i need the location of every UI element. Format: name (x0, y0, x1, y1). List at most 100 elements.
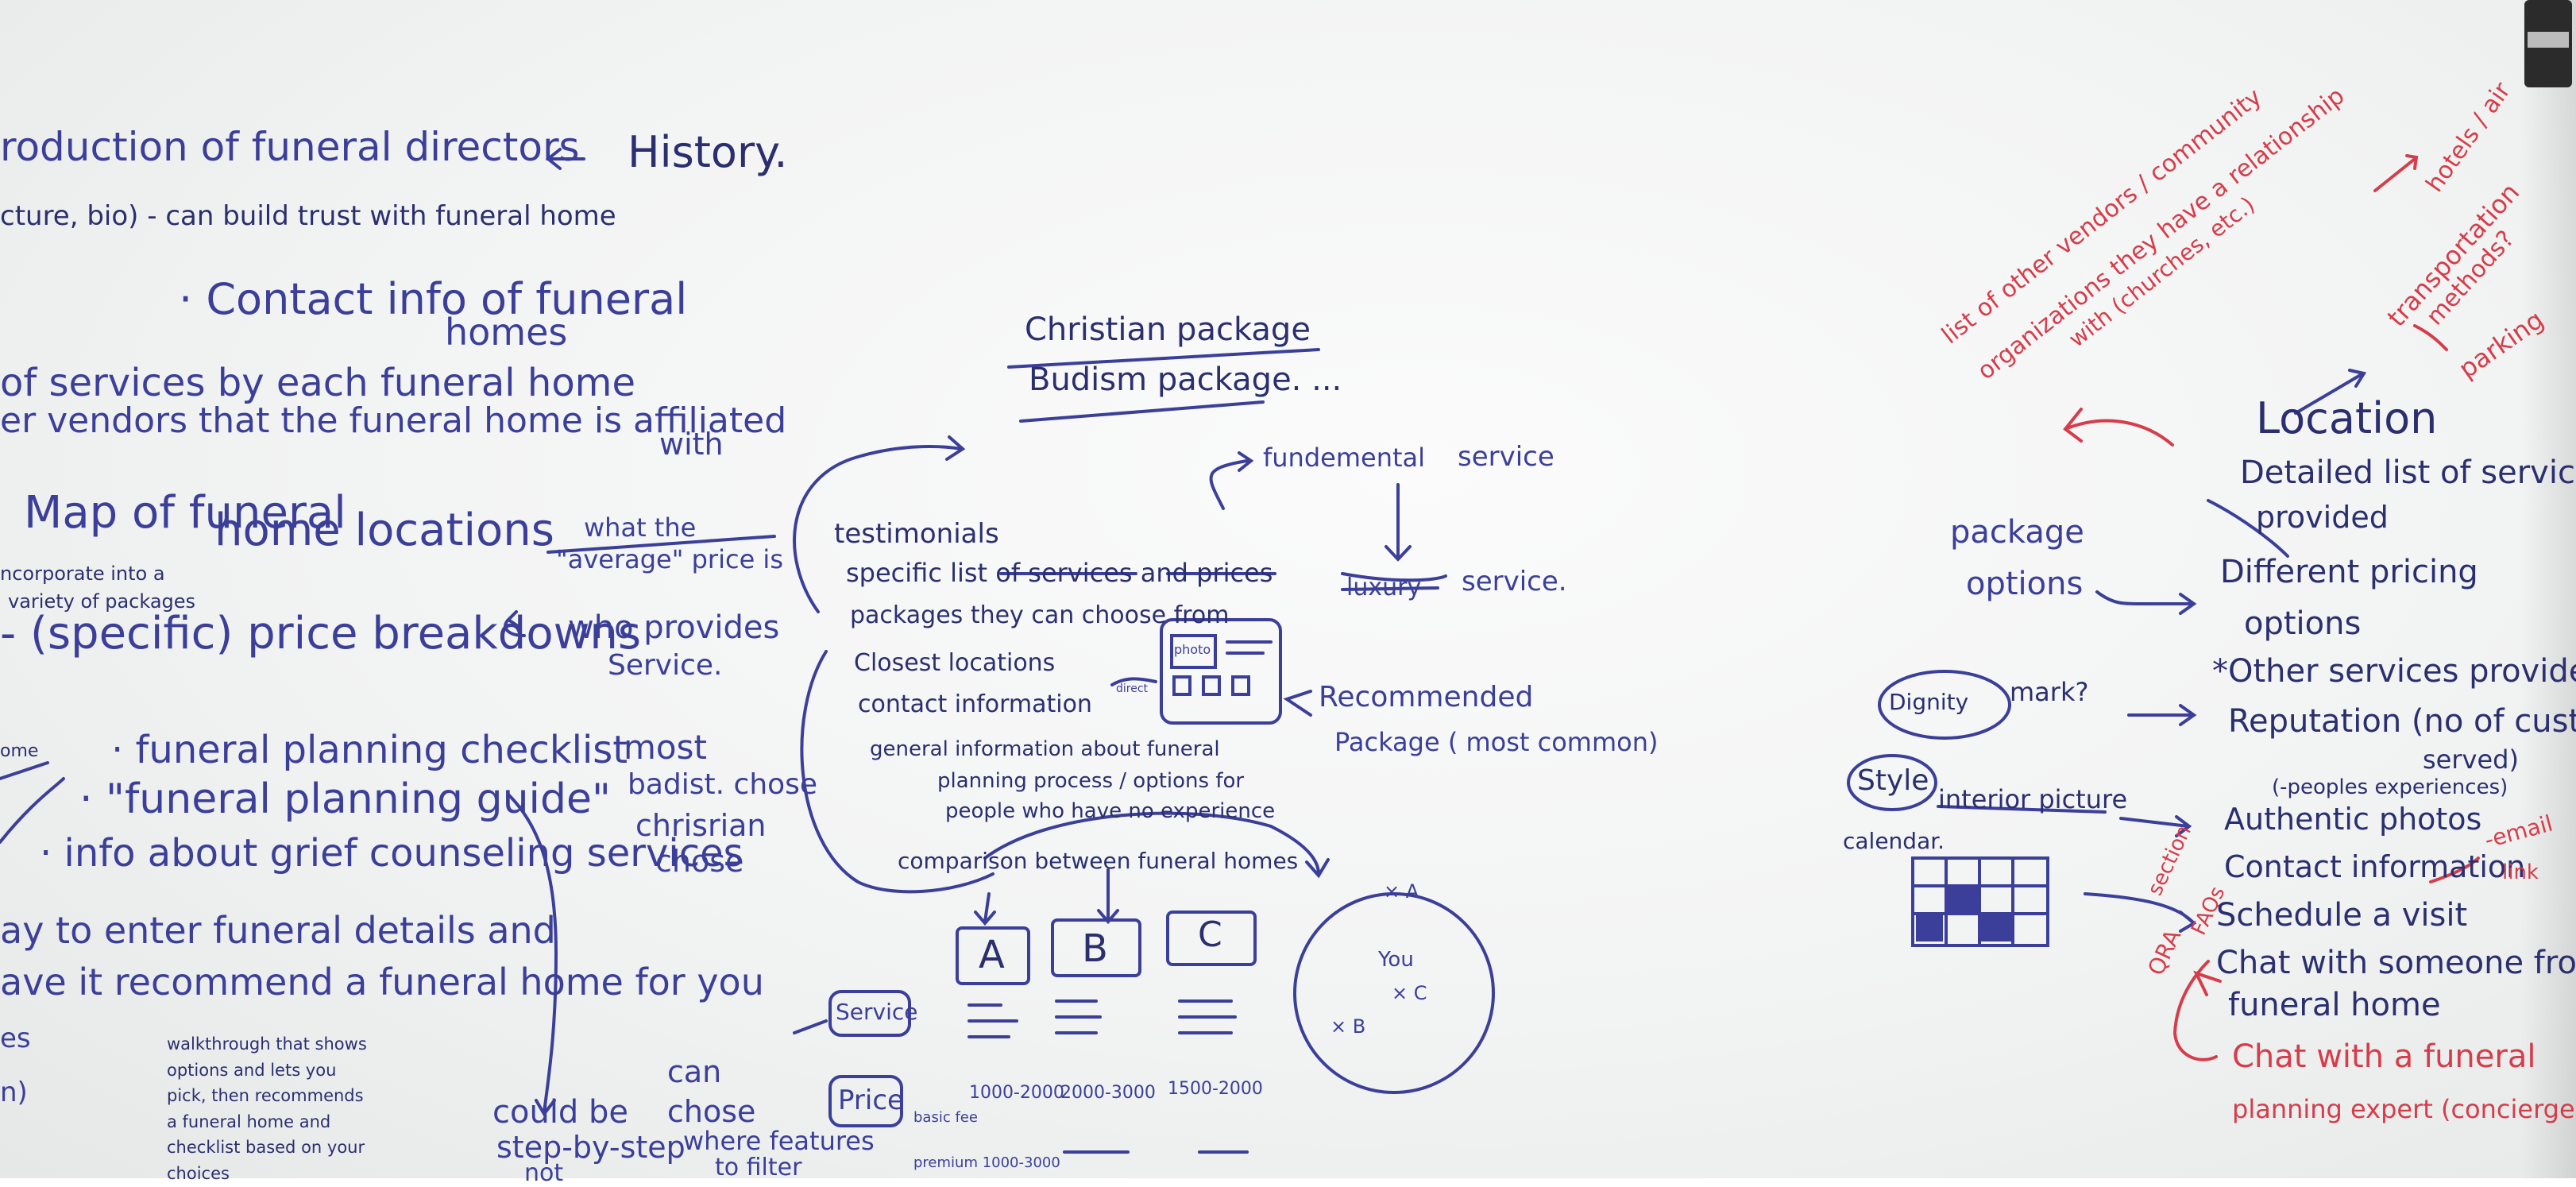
homes-label: homes (445, 311, 568, 354)
services-by-home: of services by each funeral home (0, 361, 635, 405)
premium-fee: premium 1000-3000 (913, 1154, 1060, 1171)
es-fragment: es (0, 1023, 31, 1054)
price-val-b: 2000-3000 (1060, 1083, 1156, 1103)
chat-expert-1: Chat with a funeral (2232, 1038, 2536, 1075)
intro-funeral-directors: roduction of funeral directors (0, 124, 580, 170)
calendar-label: calendar. (1843, 828, 1945, 854)
whiteboard-edge (2520, 0, 2576, 1178)
home-locations: home locations (214, 505, 554, 556)
most-label: most (624, 728, 707, 767)
box-c-label: C (1198, 914, 1222, 955)
pricing-options: options (2244, 605, 2362, 642)
to-filter: to filter (715, 1154, 802, 1181)
fundamental-label: fundemental (1263, 443, 1426, 473)
map-of-funeral: Map of funeral (24, 487, 346, 539)
box-b-label: B (1082, 926, 1108, 971)
history-label: History. (628, 127, 788, 177)
peoples-experiences: (-peoples experiences) (2272, 775, 2508, 799)
box-b (1051, 918, 1141, 977)
general-info-3: people who have no experience (945, 799, 1276, 823)
package-label: package (1950, 514, 2084, 551)
chat-funeral-home-1: Chat with someone from (2216, 945, 2576, 981)
walkthrough-line: checklist based on your (167, 1138, 365, 1158)
service-label-top: service (1458, 441, 1554, 473)
home-fragment: ome (0, 741, 39, 761)
other-services: *Other services provided (2212, 653, 2576, 690)
average-price: "average" price is (556, 544, 783, 574)
basic-fee: basic fee (913, 1109, 978, 1126)
chat-funeral-home-2: funeral home (2228, 987, 2441, 1023)
style-label: Style (1857, 764, 1929, 797)
chose-label: chose (655, 844, 744, 879)
budist-chose: badist. chose (628, 768, 818, 801)
mockup-frame (1160, 618, 1282, 725)
price-box-label: Price (838, 1085, 904, 1116)
box-a (956, 926, 1030, 985)
location-heading: Location (2256, 393, 2438, 443)
chat-expert-2: planning expert (concierge) (2232, 1094, 2576, 1124)
reputation: Reputation (no of customers (2228, 703, 2576, 740)
map-marker-b: × B (1330, 1015, 1366, 1038)
walkthrough-line: a funeral home and (167, 1112, 331, 1131)
not-label: not (524, 1159, 564, 1187)
style-oval (1847, 754, 1937, 811)
general-info-1: general information about funeral (870, 737, 1220, 761)
detailed-list: Detailed list of services (2240, 454, 2576, 491)
bio-note: cture, bio) - can build trust with funer… (0, 200, 616, 232)
walkthrough-line: pick, then recommends (167, 1086, 364, 1106)
chose-label-2: chose (667, 1094, 756, 1129)
where-features: where features (683, 1126, 875, 1156)
service-label-luxury: service. (1462, 566, 1567, 597)
schedule-visit: Schedule a visit (2216, 897, 2468, 934)
general-info-2: planning process / options for (937, 769, 1245, 793)
dignity-label: Dignity (1889, 689, 1969, 715)
christian-chose: chrisrian (635, 808, 767, 843)
different-pricing: Different pricing (2220, 554, 2478, 590)
can-label: can (667, 1054, 722, 1089)
walkthrough-note: walkthrough that shows options and lets … (167, 1031, 453, 1186)
curve-left-bracket (800, 650, 994, 894)
enter-details: ay to enter funeral details and (0, 909, 556, 952)
options-label: options (1966, 566, 2084, 602)
walkthrough-line: walkthrough that shows (167, 1034, 367, 1054)
comparison-label: comparison between funeral homes (898, 848, 1299, 874)
price-val-a: 1000-2000 (969, 1083, 1064, 1103)
testimonials: testimonials (834, 518, 999, 550)
affiliated-vendors: er vendors that the funeral home is affi… (0, 400, 787, 441)
curve-arrow-top (793, 435, 966, 613)
box-a-label: A (979, 933, 1005, 977)
who-provides: who provides (568, 609, 780, 646)
walkthrough-line: choices (167, 1163, 230, 1183)
planning-guide: · "funeral planning guide" (79, 775, 611, 823)
left-long-arrow (507, 793, 558, 1117)
photo-label: photo (1174, 642, 1211, 657)
specific-list: specific list of services and prices (846, 558, 1273, 588)
what-the: what the (584, 512, 697, 543)
authentic-photos: Authentic photos (2224, 802, 2482, 837)
who-provides-service: Service. (608, 649, 723, 682)
contact-info-homes: · Contact info of funeral (179, 274, 688, 324)
marker-clip-band (2528, 32, 2569, 48)
dignity-oval (1878, 670, 2011, 740)
recommended-package: Package ( most common) (1334, 727, 1659, 757)
box-c (1166, 911, 1257, 966)
grief-counseling: · info about grief counseling services (40, 831, 743, 876)
arrow-history (545, 148, 585, 170)
price-val-c: 1500-2000 (1168, 1079, 1263, 1099)
step-by-step: step-by-step (496, 1130, 686, 1165)
mark-label: mark? (2010, 677, 2089, 707)
link-note: link (2502, 860, 2539, 884)
service-box-label: Service (836, 999, 918, 1025)
map-circle (1293, 892, 1495, 1094)
recommended-label: Recommended (1319, 681, 1534, 713)
detailed-provided: provided (2256, 500, 2389, 535)
planning-checklist: · funeral planning checklist (111, 728, 628, 772)
could-be: could be (492, 1094, 629, 1131)
packages-choose: packages they can choose from (850, 601, 1230, 629)
contact-information-mid: contact information (858, 690, 1092, 718)
with-label: with (659, 427, 724, 462)
luxury-label: luxury (1346, 574, 1422, 601)
served-label: served) (2423, 744, 2519, 775)
